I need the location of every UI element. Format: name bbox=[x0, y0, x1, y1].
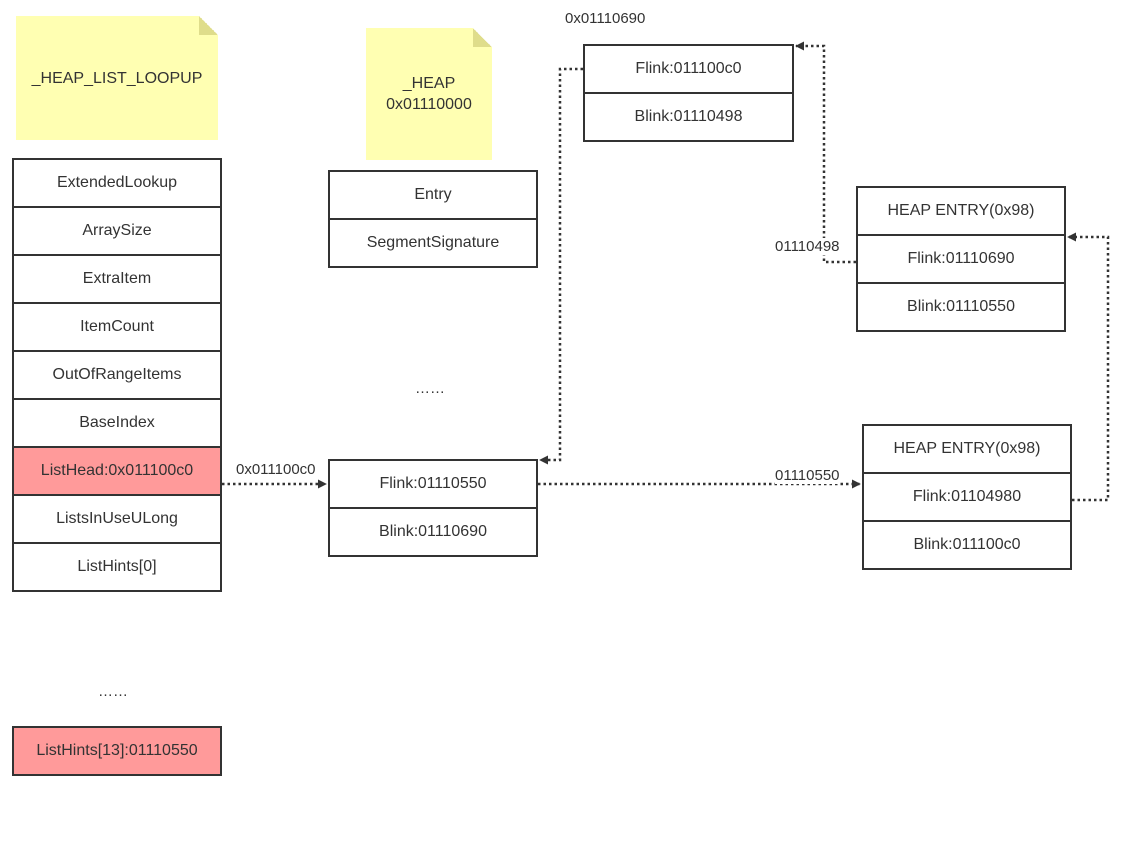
lookup-struct: ExtendedLookup ArraySize ExtraItem ItemC… bbox=[12, 158, 222, 592]
heap-entry-0498-header: HEAP ENTRY(0x98) bbox=[856, 186, 1066, 236]
link-entry-0498-to-0690 bbox=[795, 41, 856, 264]
field-segment-signature: SegmentSignature bbox=[328, 218, 538, 268]
heap-struct: Entry SegmentSignature bbox=[328, 170, 538, 268]
list-head-node: Flink:01110550 Blink:01110690 bbox=[328, 459, 538, 557]
link-node-to-0690 bbox=[539, 67, 583, 465]
link-entry-0550-to-0498 bbox=[1067, 232, 1110, 502]
heap-list-lookup-note: _HEAP_LIST_LOOPUP bbox=[16, 16, 218, 140]
note-title: _HEAP_LIST_LOOPUP bbox=[31, 69, 203, 87]
node-0690-address: 0x01110690 bbox=[565, 10, 646, 27]
field-base-index: BaseIndex bbox=[12, 398, 222, 448]
field-list-head: ListHead:0x011100c0 bbox=[12, 446, 222, 496]
note-fold bbox=[473, 28, 492, 47]
heap-entry-0498: HEAP ENTRY(0x98) Flink:01110690 Blink:01… bbox=[856, 186, 1066, 332]
heap-entry-0550-flink: Flink:01104980 bbox=[862, 472, 1072, 522]
note-address: 0x01110000 bbox=[386, 96, 472, 113]
lookup-ellipsis: …… bbox=[98, 683, 128, 700]
field-out-of-range-items: OutOfRangeItems bbox=[12, 350, 222, 400]
lookup-struct-tail: ListHints[13]:01110550 bbox=[12, 726, 222, 776]
field-item-count: ItemCount bbox=[12, 302, 222, 352]
heap-note: _HEAP 0x01110000 bbox=[366, 28, 492, 160]
field-entry: Entry bbox=[328, 170, 538, 220]
heap-entry-0550-header: HEAP ENTRY(0x98) bbox=[862, 424, 1072, 474]
heap-ellipsis: …… bbox=[415, 380, 445, 397]
listhead-edge-label: 0x011100c0 bbox=[236, 461, 316, 478]
note-fold bbox=[199, 16, 218, 35]
heap-entry-0550: HEAP ENTRY(0x98) Flink:01104980 Blink:01… bbox=[862, 424, 1072, 570]
entry-0498-edge-label: 01110498 bbox=[775, 238, 840, 255]
heap-entry-0550-blink: Blink:011100c0 bbox=[862, 520, 1072, 570]
node-0690-blink: Blink:01110498 bbox=[583, 92, 794, 142]
field-list-hints-0: ListHints[0] bbox=[12, 542, 222, 592]
list-head-blink: Blink:01110690 bbox=[328, 507, 538, 557]
node-0690: Flink:011100c0 Blink:01110498 bbox=[583, 44, 794, 142]
field-list-hints-13: ListHints[13]:01110550 bbox=[12, 726, 222, 776]
entry-0550-edge-label: 01110550 bbox=[775, 467, 840, 484]
note-title: _HEAP bbox=[402, 75, 456, 92]
heap-entry-0498-blink: Blink:01110550 bbox=[856, 282, 1066, 332]
